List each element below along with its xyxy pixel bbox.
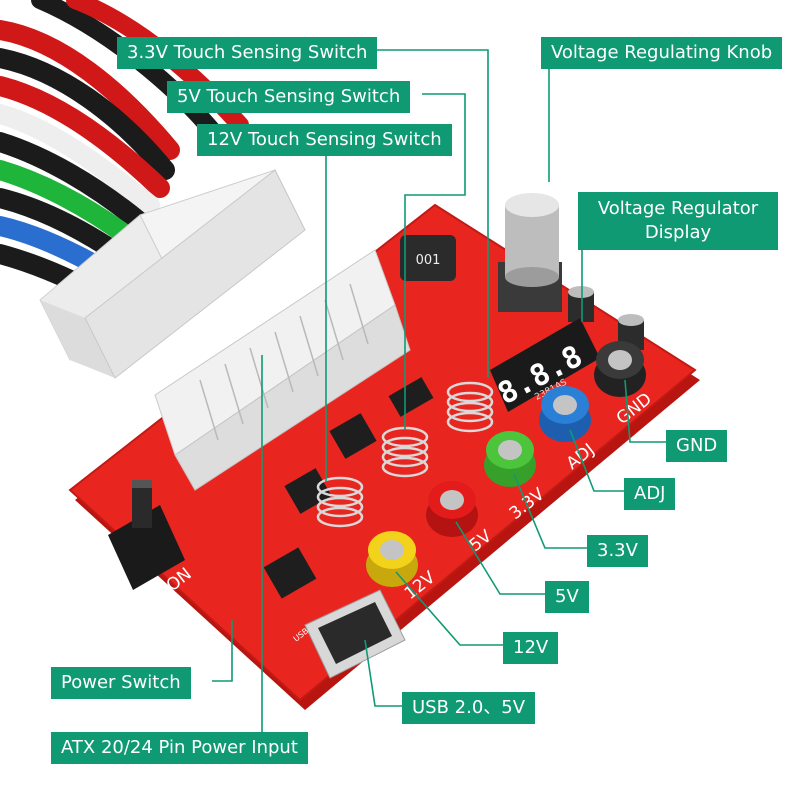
terminal-adj [539, 386, 591, 442]
label-adj: ADJ [624, 478, 676, 510]
touch-spring-3v3 [446, 381, 494, 433]
voltage-knob [498, 193, 562, 312]
label-5v-touch-switch: 5V Touch Sensing Switch [167, 81, 411, 113]
label-gnd: GND [666, 430, 728, 462]
label-12v-touch-switch: 12V Touch Sensing Switch [197, 124, 452, 156]
svg-text:001: 001 [416, 253, 441, 268]
label-3v3-touch-switch: 3.3V Touch Sensing Switch [117, 37, 378, 69]
led-display: 8.8.8 2381AS [490, 318, 600, 412]
label-voltage-display: Voltage Regulator Display [578, 192, 778, 250]
label-voltage-knob: Voltage Regulating Knob [541, 37, 783, 69]
terminal-3v3 [484, 431, 536, 487]
terminal-12v [366, 531, 418, 587]
label-12v: 12V [503, 632, 559, 664]
usb-port: USB [292, 589, 406, 679]
label-power-switch: Power Switch [51, 667, 191, 699]
label-3v3: 3.3V [587, 535, 648, 567]
inductor: 001 [400, 235, 456, 281]
touch-spring-12v [316, 476, 364, 528]
ic-chip [388, 377, 434, 417]
power-switch [108, 480, 185, 590]
label-usb: USB 2.0、5V [402, 692, 536, 724]
terminal-5v [426, 481, 478, 537]
capacitors [568, 286, 644, 350]
label-atx-input: ATX 20/24 Pin Power Input [51, 732, 308, 764]
wire-harness [0, 0, 249, 302]
terminal-gnd [594, 341, 646, 397]
label-5v: 5V [545, 581, 589, 613]
wire-connector [39, 169, 306, 379]
atx-socket [154, 249, 411, 491]
